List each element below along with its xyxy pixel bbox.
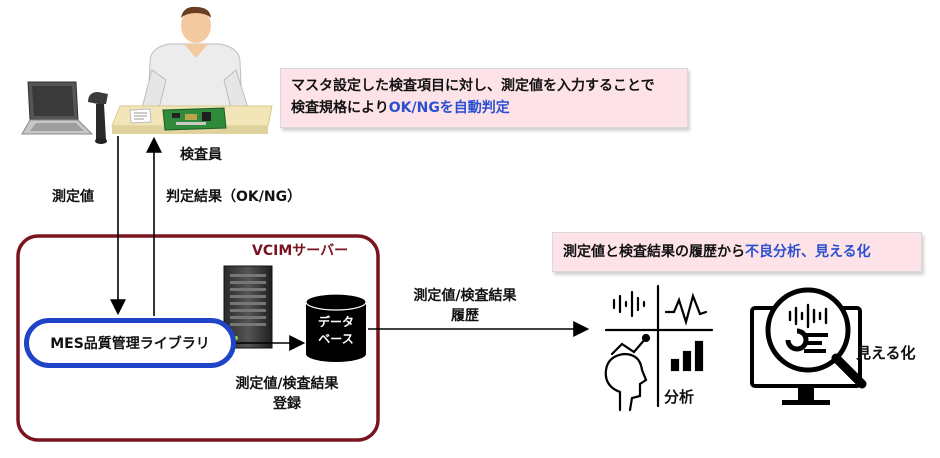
- callout-auto-judgement-prefix: 検査規格により: [291, 100, 389, 116]
- vcim-server-label: VCIMサーバー: [252, 243, 349, 259]
- callout-analysis-highlight: 不良分析、見える化: [745, 244, 871, 260]
- callout-analysis-visualization-line: 測定値と検査結果の履歴から不良分析、見える化: [563, 241, 911, 263]
- inspector-illustration: [111, 6, 273, 134]
- register-label: 測定値/検査結果 登録: [222, 374, 352, 414]
- callout-auto-judgement: マスタ設定した検査項目に対し、測定値を入力することで 検査規格によりOK/NGを…: [280, 68, 688, 128]
- callout-auto-judgement-line2: 検査規格によりOK/NGを自動判定: [291, 97, 677, 119]
- analysis-label: 分析: [664, 388, 695, 406]
- history-label: 測定値/検査結果 履歴: [400, 286, 530, 326]
- callout-auto-judgement-highlight: OK/NGを自動判定: [388, 100, 510, 116]
- judgement-arrow-label: 判定結果（OK/NG）: [166, 189, 302, 205]
- database-icon: [305, 293, 367, 362]
- history-label-line2: 履歴: [451, 308, 479, 324]
- database-label-line2: ベース: [318, 332, 354, 346]
- register-label-line1: 測定値/検査結果: [235, 376, 339, 392]
- callout-analysis-prefix: 測定値と検査結果の履歴から: [563, 244, 745, 260]
- database-label-line1: データ: [317, 315, 354, 329]
- visualization-label: 見える化: [856, 344, 916, 362]
- visualization-icon: [750, 287, 867, 405]
- barcode-scanner-illustration: [88, 92, 108, 144]
- measurement-arrow-label: 測定値: [52, 189, 94, 205]
- analysis-icon: [604, 284, 714, 412]
- mes-quality-library-label: MES品質管理ライブラリ: [50, 336, 210, 352]
- history-label-line1: 測定値/検査結果: [413, 288, 517, 304]
- callout-auto-judgement-line1: マスタ設定した検査項目に対し、測定値を入力することで: [291, 78, 655, 94]
- callout-analysis-visualization: 測定値と検査結果の履歴から不良分析、見える化: [552, 232, 922, 272]
- inspector-label: 検査員: [180, 147, 222, 163]
- laptop-illustration: [21, 81, 94, 135]
- register-label-line2: 登録: [273, 396, 301, 412]
- mes-quality-library: MES品質管理ライブラリ: [24, 318, 236, 368]
- database-label: データ ベース: [306, 314, 366, 348]
